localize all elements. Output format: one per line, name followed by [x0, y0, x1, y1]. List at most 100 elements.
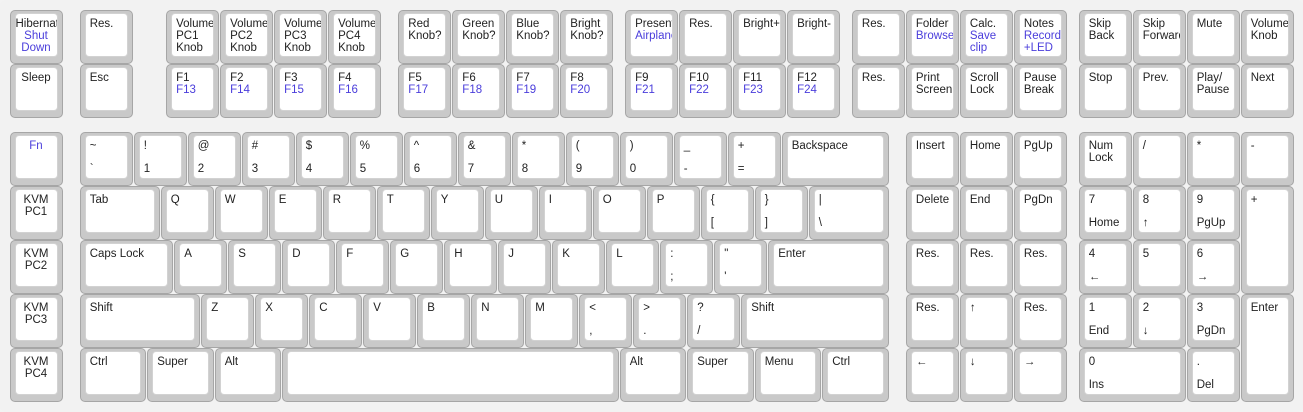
key-4[interactable]: $4: [295, 132, 349, 186]
key-e[interactable]: E: [268, 186, 322, 240]
key-right-arrow[interactable]: →: [1013, 348, 1067, 402]
key-lbracket[interactable]: {[: [700, 186, 754, 240]
key-6[interactable]: ^6: [403, 132, 457, 186]
key-skip-back[interactable]: Skip Back: [1078, 10, 1132, 64]
key-res[interactable]: Res.: [1013, 240, 1067, 294]
key-res[interactable]: Res.: [959, 240, 1013, 294]
key-d[interactable]: D: [282, 240, 336, 294]
key-pgdn[interactable]: PgDn: [1013, 186, 1067, 240]
key-kvm-pc1[interactable]: KVM PC1: [9, 186, 63, 240]
key-num-5[interactable]: 5: [1132, 240, 1186, 294]
key-res[interactable]: Res.: [851, 10, 905, 64]
key-fn[interactable]: Fn: [9, 132, 63, 186]
key-num-2[interactable]: 2↓: [1132, 294, 1186, 348]
key-n[interactable]: N: [471, 294, 525, 348]
key-num-4[interactable]: 4←: [1078, 240, 1132, 294]
key-volume-pc2-knob[interactable]: Volume PC2 Knob: [220, 10, 274, 64]
key-next[interactable]: Next: [1240, 64, 1294, 118]
key-2[interactable]: @2: [187, 132, 241, 186]
key-v[interactable]: V: [363, 294, 417, 348]
key-bright-knob[interactable]: Bright Knob?: [560, 10, 614, 64]
key-num-6[interactable]: 6→: [1186, 240, 1240, 294]
key-kvm-pc2[interactable]: KVM PC2: [9, 240, 63, 294]
key-num-minus[interactable]: -: [1240, 132, 1294, 186]
key-delete[interactable]: Delete: [905, 186, 959, 240]
key-rctrl[interactable]: Ctrl: [822, 348, 889, 402]
key-kvm-pc3[interactable]: KVM PC3: [9, 294, 63, 348]
key-blue-knob[interactable]: Blue Knob?: [506, 10, 560, 64]
key-lshift[interactable]: Shift: [79, 294, 201, 348]
key-mute[interactable]: Mute: [1186, 10, 1240, 64]
key-9[interactable]: (9: [565, 132, 619, 186]
key-g[interactable]: G: [390, 240, 444, 294]
key-slash[interactable]: ?/: [687, 294, 741, 348]
key-period[interactable]: >.: [633, 294, 687, 348]
key-t[interactable]: T: [376, 186, 430, 240]
key-volume-knob[interactable]: Volume Knob: [1240, 10, 1294, 64]
key-res[interactable]: Res.: [1013, 294, 1067, 348]
key-prev[interactable]: Prev.: [1132, 64, 1186, 118]
key-x[interactable]: X: [255, 294, 309, 348]
key-num-slash[interactable]: /: [1132, 132, 1186, 186]
key-num-period[interactable]: .Del: [1186, 348, 1240, 402]
key-rbracket[interactable]: }]: [754, 186, 808, 240]
key-menu[interactable]: Menu: [754, 348, 822, 402]
key-left-arrow[interactable]: ←: [905, 348, 959, 402]
key-z[interactable]: Z: [201, 294, 255, 348]
key-backspace[interactable]: Backspace: [781, 132, 889, 186]
key-a[interactable]: A: [174, 240, 228, 294]
key-3[interactable]: #3: [241, 132, 295, 186]
key-minus[interactable]: _-: [673, 132, 727, 186]
key-space[interactable]: [282, 348, 619, 402]
key-5[interactable]: %5: [349, 132, 403, 186]
key-kvm-pc4[interactable]: KVM PC4: [9, 348, 63, 402]
key-ralt[interactable]: Alt: [619, 348, 687, 402]
key-b[interactable]: B: [417, 294, 471, 348]
key-lctrl[interactable]: Ctrl: [79, 348, 147, 402]
key-c[interactable]: C: [309, 294, 363, 348]
key-rshift[interactable]: Shift: [741, 294, 889, 348]
key-res[interactable]: Res.: [851, 64, 905, 118]
key-j[interactable]: J: [498, 240, 552, 294]
key-m[interactable]: M: [525, 294, 579, 348]
key-tab[interactable]: Tab: [79, 186, 160, 240]
key-s[interactable]: S: [228, 240, 282, 294]
key-bright-down[interactable]: Bright-: [787, 10, 841, 64]
key-up-arrow[interactable]: ↑: [959, 294, 1013, 348]
key-enter[interactable]: Enter: [768, 240, 889, 294]
key-esc[interactable]: Esc: [79, 64, 133, 118]
key-volume-pc4-knob[interactable]: Volume PC4 Knob: [328, 10, 382, 64]
key-scroll-lock[interactable]: Scroll Lock: [959, 64, 1013, 118]
key-pause-break[interactable]: Pause Break: [1013, 64, 1067, 118]
key-1[interactable]: !1: [133, 132, 187, 186]
key-res[interactable]: Res.: [79, 10, 133, 64]
key-semicolon[interactable]: :;: [660, 240, 714, 294]
key-home[interactable]: Home: [959, 132, 1013, 186]
key-lsuper[interactable]: Super: [147, 348, 214, 402]
key-num-plus[interactable]: +: [1240, 186, 1294, 294]
key-caps-lock[interactable]: Caps Lock: [79, 240, 174, 294]
key-rsuper[interactable]: Super: [687, 348, 754, 402]
key-8[interactable]: *8: [511, 132, 565, 186]
key-grave[interactable]: ~`: [79, 132, 133, 186]
key-k[interactable]: K: [552, 240, 606, 294]
key-res[interactable]: Res.: [905, 294, 959, 348]
key-pgup[interactable]: PgUp: [1013, 132, 1067, 186]
